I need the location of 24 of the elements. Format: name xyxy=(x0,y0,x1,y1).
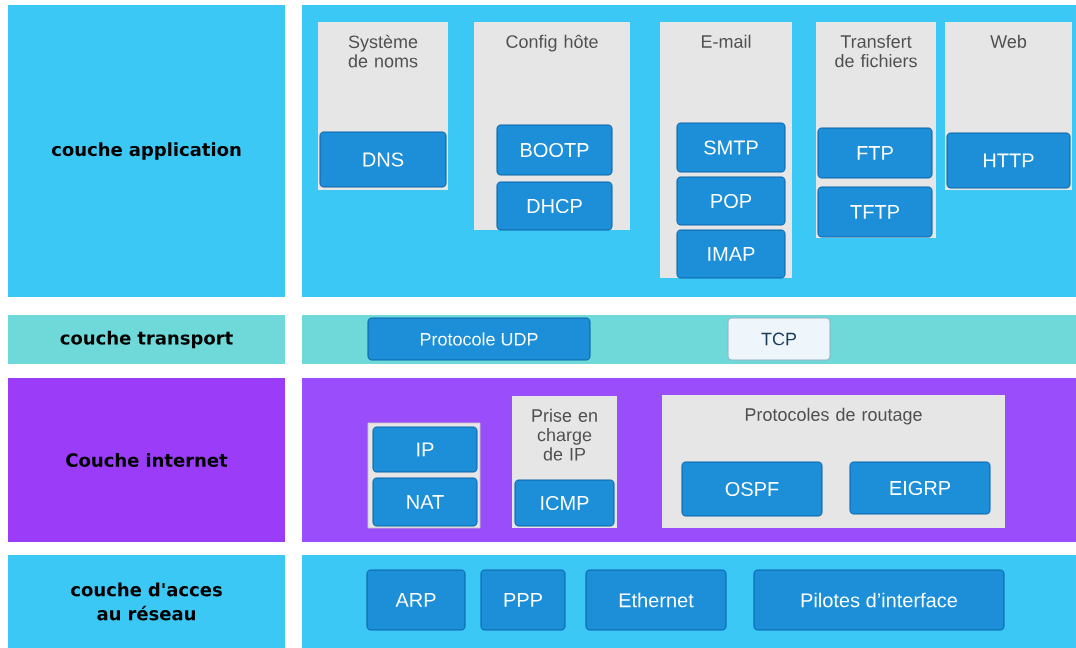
protocol-button: NAT xyxy=(372,477,478,527)
protocol-button: PPP xyxy=(480,569,566,631)
layer-label: couche d'acces au réseau xyxy=(8,555,285,648)
protocol-button: BOOTP xyxy=(496,124,613,176)
protocol-button: DHCP xyxy=(496,181,613,231)
protocol-button: IP xyxy=(372,426,478,473)
protocol-button: TFTP xyxy=(817,186,933,238)
protocol-button: DNS xyxy=(319,131,447,188)
protocol-button: FTP xyxy=(817,127,933,179)
protocol-button: Ethernet xyxy=(585,569,727,631)
protocol-button: IMAP xyxy=(676,229,786,279)
protocol-button: SMTP xyxy=(676,122,786,173)
protocol-button: ARP xyxy=(366,569,466,631)
protocol-button: Pilotes d’interface xyxy=(753,569,1005,631)
protocol-button: EIGRP xyxy=(849,461,991,515)
protocol-button: Protocole UDP xyxy=(367,317,591,361)
protocol-button: TCP xyxy=(727,317,831,361)
protocol-button: HTTP xyxy=(946,132,1071,189)
layer-label: Couche internet xyxy=(8,378,285,542)
protocol-button: POP xyxy=(676,176,786,226)
protocol-button: ICMP xyxy=(514,479,615,527)
layer-label: couche application xyxy=(8,5,285,297)
layer-label: couche transport xyxy=(8,315,285,364)
protocol-button: OSPF xyxy=(681,461,823,517)
